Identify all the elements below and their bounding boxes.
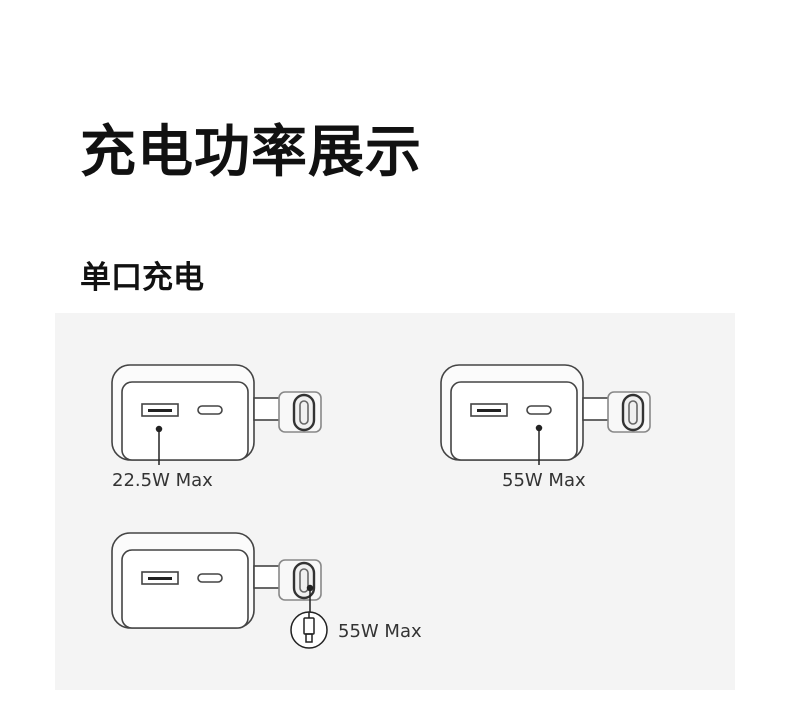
usb-a-power-label: 22.5W Max <box>112 470 213 491</box>
usb-c-pointer <box>535 424 543 465</box>
charger-diagram-usb-c <box>439 363 652 462</box>
usb-c-plug-icon <box>303 612 315 643</box>
page-title: 充电功率展示 <box>80 120 422 185</box>
charger-diagram-cable <box>110 531 323 630</box>
usb-c-power-label: 55W Max <box>502 470 586 491</box>
charger-diagram-usb-a <box>110 363 323 462</box>
cable-power-label: 55W Max <box>338 621 422 642</box>
usb-a-pointer <box>155 425 163 465</box>
cable-pointer <box>290 584 328 649</box>
section-title: 单口充电 <box>80 260 204 296</box>
